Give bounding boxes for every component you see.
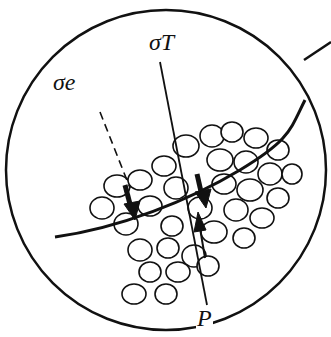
total-stress-label: σT xyxy=(148,30,175,54)
pressure-label: P xyxy=(196,306,213,330)
stress-arrows xyxy=(124,174,211,258)
view-circle xyxy=(6,10,326,330)
effective-stress-label: σe xyxy=(52,70,77,94)
leader-line xyxy=(304,42,331,60)
total-stress-line xyxy=(160,62,207,305)
dashed-stress-line xyxy=(100,112,130,188)
